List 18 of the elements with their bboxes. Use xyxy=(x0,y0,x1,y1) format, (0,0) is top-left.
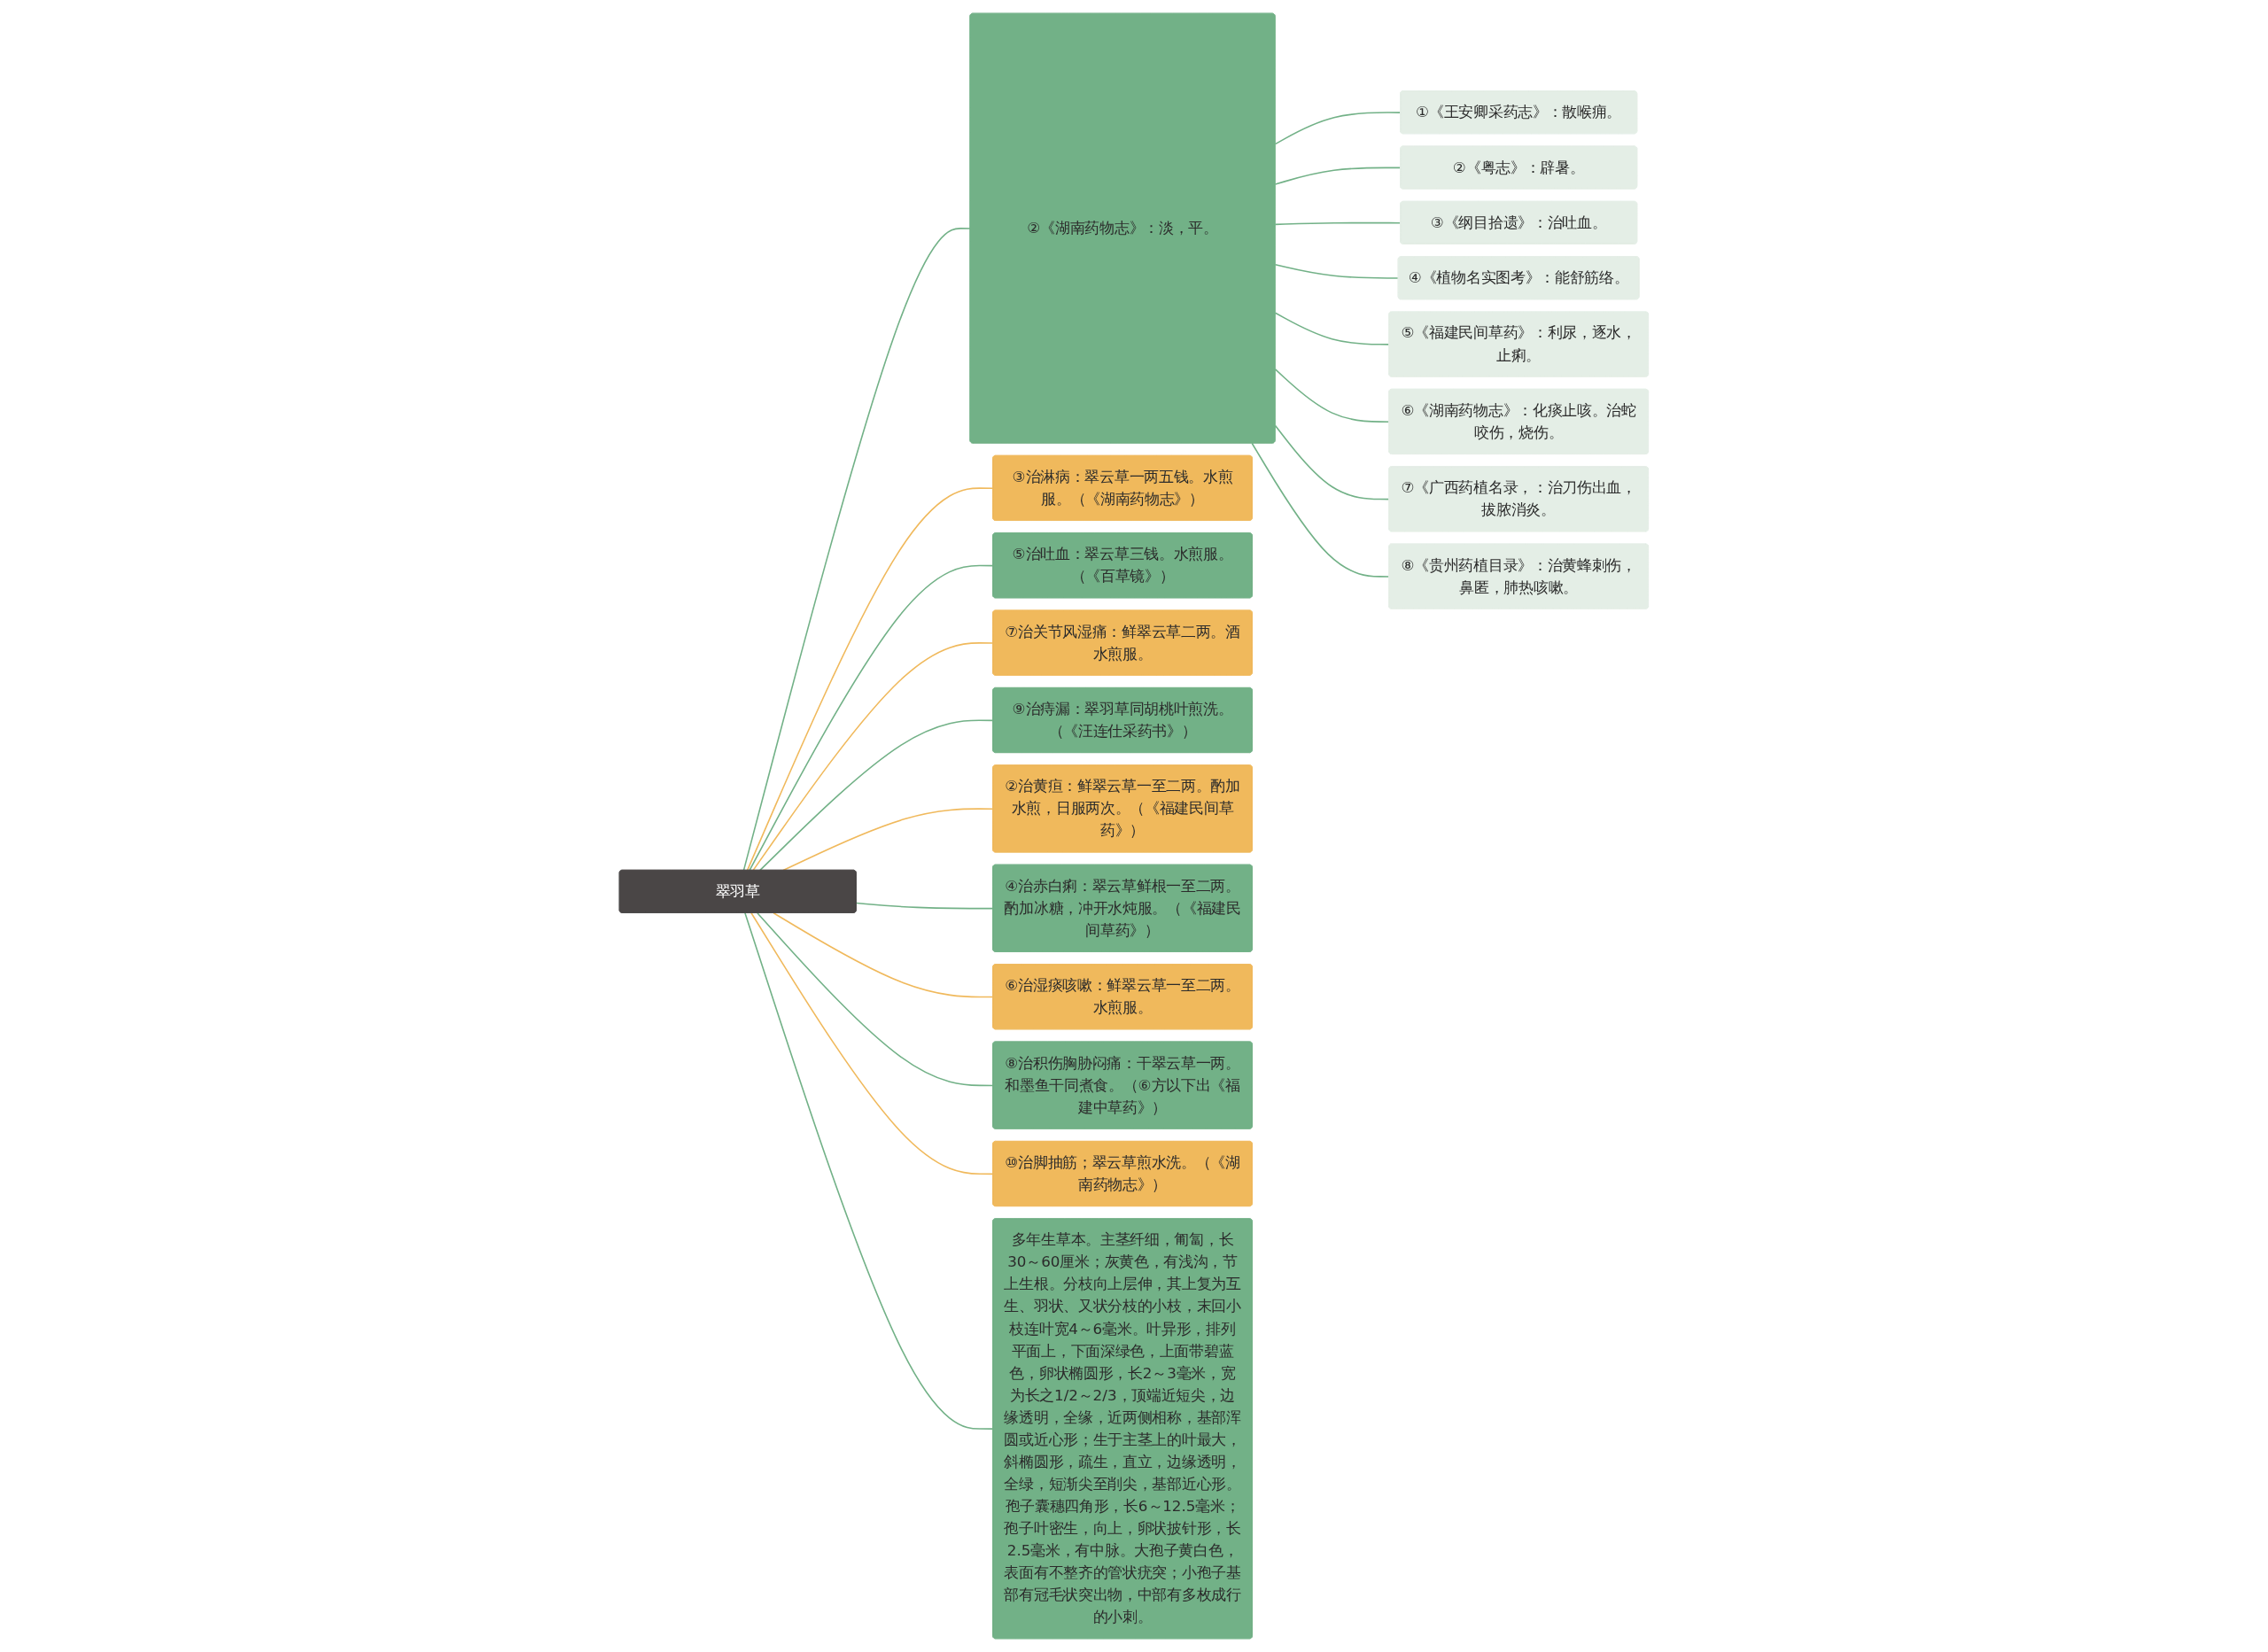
connector xyxy=(750,911,994,1175)
connector xyxy=(749,564,994,872)
connector xyxy=(757,911,994,1087)
connector xyxy=(782,808,994,872)
connector xyxy=(752,642,994,872)
connector xyxy=(759,719,994,872)
connector xyxy=(773,911,994,998)
connector xyxy=(1251,442,1390,578)
connector xyxy=(1274,312,1390,345)
connector xyxy=(746,487,994,872)
connector xyxy=(1274,368,1390,423)
connector xyxy=(1274,167,1402,185)
connector xyxy=(1274,112,1402,145)
connector xyxy=(856,902,994,910)
connector xyxy=(1274,264,1400,279)
connector xyxy=(744,911,994,1430)
connector xyxy=(1274,424,1390,500)
connector xyxy=(1274,221,1402,226)
